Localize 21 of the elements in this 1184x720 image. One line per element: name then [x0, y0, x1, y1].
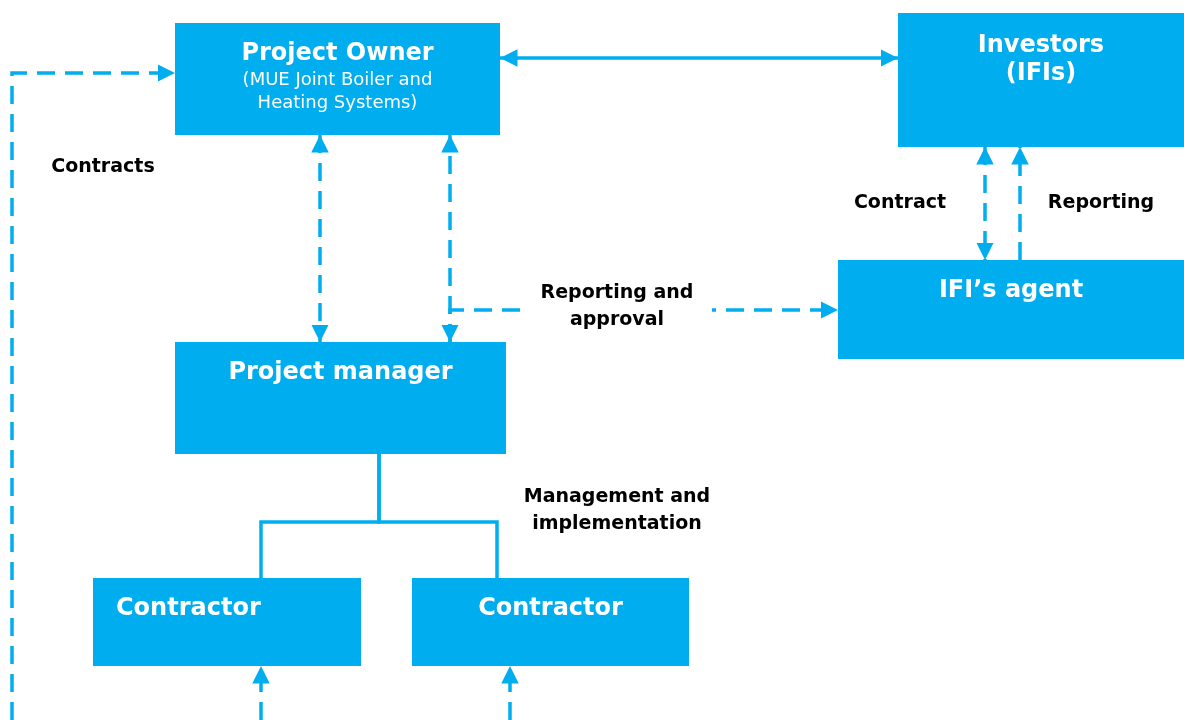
arrow	[10, 64, 175, 720]
arrow	[501, 666, 519, 720]
process-box	[898, 13, 1184, 147]
arrow	[1011, 147, 1029, 260]
process-box	[175, 342, 506, 454]
arrow	[311, 135, 329, 342]
box-title: Contractor	[116, 594, 262, 622]
arrow	[252, 666, 270, 720]
connector-line	[377, 454, 499, 578]
process-box	[412, 578, 689, 666]
process-box	[93, 578, 361, 666]
box-title: Contractor	[477, 594, 624, 622]
arrow	[500, 49, 898, 67]
process-box	[838, 260, 1184, 359]
box-title: Project Owner	[240, 39, 435, 67]
box-subtitle: (MUE Joint Boiler and Heating Systems)	[241, 66, 434, 114]
box-title: Project manager	[227, 358, 454, 386]
box-title: Investors (IFIs)	[976, 31, 1106, 87]
process-box	[175, 23, 500, 135]
arrow	[976, 147, 994, 260]
box-title: IFI’s agent	[937, 276, 1085, 304]
